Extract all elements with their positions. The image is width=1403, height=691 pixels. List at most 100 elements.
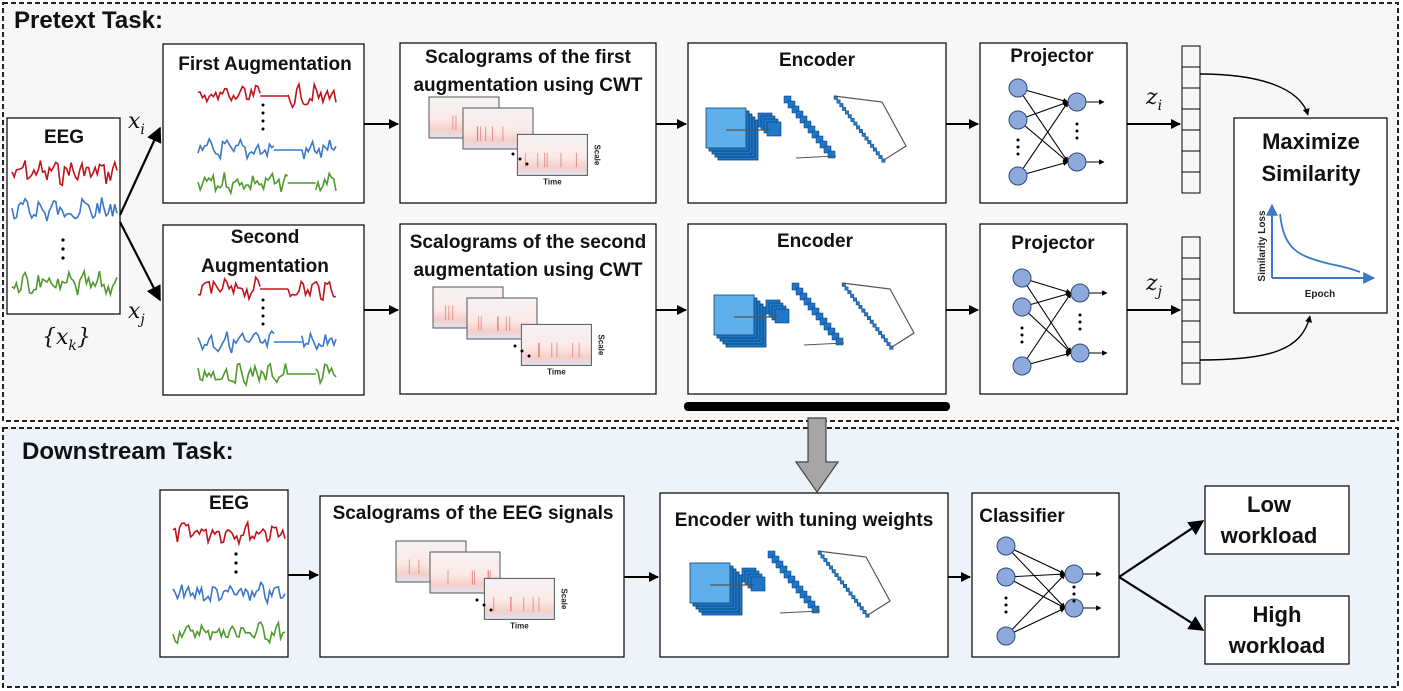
dense-unit — [872, 323, 877, 328]
projector2-title: Projector — [1011, 233, 1095, 254]
dense-unit — [889, 345, 894, 350]
feature-map — [815, 312, 824, 321]
feature-map — [791, 580, 800, 589]
network-edge — [1017, 101, 1069, 177]
dense-unit — [859, 129, 863, 134]
dense-unit — [867, 140, 872, 145]
xj-label: xj — [128, 299, 145, 328]
dense-unit — [855, 301, 860, 306]
scalogram-image — [516, 133, 588, 176]
red-signal — [287, 81, 337, 110]
ellipsis-dot — [261, 322, 265, 326]
vector-cell — [1181, 362, 1201, 385]
dense-unit — [856, 125, 861, 130]
ellipsis-dot — [234, 570, 238, 574]
dense-unit — [854, 598, 859, 603]
high-workload-box — [1204, 595, 1350, 665]
arrow-zj-similarity — [1199, 315, 1312, 361]
network-node — [996, 536, 1016, 556]
scalogram-image — [483, 577, 555, 620]
dense-unit — [845, 110, 849, 115]
ellipsis-dot — [261, 314, 265, 318]
feature-map — [803, 120, 812, 129]
feature-map — [835, 337, 844, 346]
aug1-title: First Augmentation — [178, 54, 351, 75]
dense-unit — [850, 293, 855, 298]
dense-unit — [886, 342, 891, 346]
network-edge — [1005, 607, 1066, 637]
feature-map — [713, 294, 755, 336]
blue-signal — [11, 196, 118, 222]
network-node — [1064, 564, 1084, 584]
vector-cell — [1181, 171, 1201, 194]
dense-unit — [831, 569, 836, 574]
feature-map — [815, 135, 824, 144]
low-line1: Low — [1247, 492, 1292, 517]
downstream-eeg-signals — [172, 519, 286, 645]
ellipsis-dot — [61, 256, 65, 260]
ellipsis-dot — [1075, 129, 1079, 133]
ellipsis-dot — [1016, 152, 1020, 156]
dense-unit — [845, 587, 850, 592]
feature-map — [819, 317, 828, 326]
ellipsis-dot — [1004, 603, 1008, 607]
arrow-to-aug1 — [119, 126, 162, 216]
dense-unit — [829, 565, 833, 570]
maximize-line1: Maximize — [1262, 129, 1360, 154]
zi-vector — [1181, 45, 1201, 194]
ellipsis-dot — [261, 119, 265, 123]
ellipsis-dot — [511, 152, 515, 156]
encoder1-title: Encoder — [779, 50, 856, 71]
classifier-title: Classifier — [979, 506, 1065, 527]
dense-unit — [873, 147, 877, 152]
dense-unit — [878, 330, 883, 335]
green-signal — [11, 268, 118, 298]
feature-map — [799, 115, 808, 124]
scal1-title-line2: augmentation using CWT — [413, 75, 642, 96]
high-line2: workload — [1228, 633, 1326, 658]
feature-map — [771, 555, 780, 564]
ellipsis-dot — [1075, 122, 1079, 126]
dense-unit — [878, 154, 883, 159]
feature-map — [827, 150, 836, 159]
feature-map — [803, 595, 812, 604]
ellipsis-dot — [513, 344, 517, 348]
feature-map — [795, 585, 804, 594]
red-signal — [172, 519, 286, 547]
scale-axis-label: Scale — [596, 334, 605, 355]
encoder3-title: Encoder with tuning weights — [675, 510, 934, 531]
loss-x-label: Epoch — [1305, 289, 1336, 300]
feature-map — [767, 550, 776, 559]
network-edge — [1005, 545, 1066, 609]
scal2-title-line1: Scalograms of the second — [410, 232, 647, 253]
network-edge — [1021, 292, 1072, 367]
scale-axis-label: Scale — [592, 144, 601, 165]
dense-unit — [861, 308, 866, 313]
network-node — [1012, 268, 1032, 288]
dense-unit — [861, 132, 866, 137]
scale-axis-label: Scale — [559, 588, 568, 609]
ellipsis-dot — [234, 552, 238, 556]
scal1-title-line1: Scalograms of the first — [425, 47, 632, 68]
aug2-title-line2: Augmentation — [201, 256, 329, 277]
arrow-zi-similarity — [1199, 73, 1310, 116]
dense-unit — [858, 305, 863, 309]
projector2-box — [979, 223, 1128, 395]
encoder-connections — [779, 610, 821, 614]
ellipsis-dot — [61, 247, 65, 251]
dense-unit — [867, 316, 871, 320]
ellipsis-dot — [1072, 585, 1076, 589]
network-node — [1067, 152, 1087, 172]
vector-cell — [1181, 320, 1201, 343]
feature-map — [799, 292, 808, 301]
dense-unit — [862, 610, 867, 614]
scal2-title-line2: augmentation using CWT — [413, 260, 642, 281]
red-signal — [197, 84, 261, 104]
dense-unit — [870, 143, 875, 148]
ellipsis-dot — [1020, 333, 1024, 337]
feature-map — [791, 282, 800, 291]
ellipsis-dot — [475, 598, 479, 602]
